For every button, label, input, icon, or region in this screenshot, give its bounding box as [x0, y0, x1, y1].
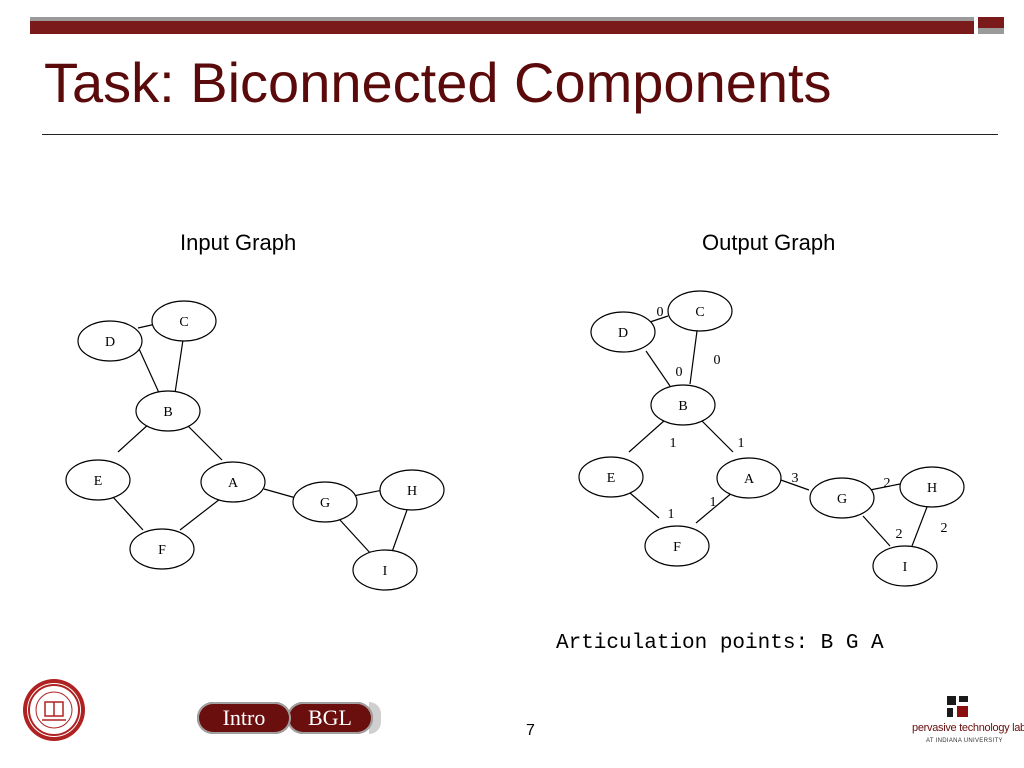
node-d — [590, 311, 656, 353]
output-graph-caption: Output Graph — [702, 230, 836, 255]
slide-title: Task: Biconnected Components — [44, 51, 832, 114]
indiana-university-seal-icon — [23, 679, 85, 741]
lab-subtitle: AT INDIANA UNIVERSITY — [926, 738, 1003, 744]
edge-h-i — [911, 506, 928, 547]
edge-a-f — [179, 498, 221, 531]
node-g-label: G — [837, 492, 847, 507]
edge-a-f — [695, 491, 734, 524]
node-b — [135, 390, 201, 432]
input-graph: C D B E A F G H I — [65, 300, 445, 591]
edge-g-h — [869, 483, 901, 491]
node-b-label: B — [163, 405, 172, 420]
edge-g-i — [862, 515, 891, 547]
edge-label-b-e: 1 — [670, 436, 677, 451]
node-e — [578, 456, 644, 498]
node-h — [379, 469, 445, 511]
edge-c-b — [174, 339, 184, 394]
node-c-label: C — [695, 305, 704, 320]
node-h-label: H — [927, 481, 937, 496]
edge-d-b — [645, 350, 671, 387]
node-b-label: B — [678, 399, 687, 414]
edge-h-i — [391, 509, 408, 553]
node-h-label: H — [407, 484, 417, 499]
node-d-label: D — [105, 335, 115, 350]
edge-label-d-b: 0 — [676, 365, 683, 380]
node-f-label: F — [158, 543, 166, 558]
node-c — [151, 300, 217, 342]
edge-e-f — [629, 492, 660, 519]
node-e-label: E — [607, 471, 616, 486]
page-number: 7 — [526, 722, 535, 739]
edge-b-e — [628, 419, 666, 453]
articulation-points-text: Articulation points: B G A — [556, 632, 884, 655]
edge-b-a — [701, 420, 734, 453]
edge-label-c-b: 0 — [714, 353, 721, 368]
title-divider — [42, 134, 998, 135]
node-i — [872, 545, 938, 587]
node-c-label: C — [179, 315, 188, 330]
node-i-label: I — [903, 560, 908, 575]
edge-label-d-c: 0 — [657, 305, 664, 320]
node-i-label: I — [383, 564, 388, 579]
edge-label-g-h: 2 — [884, 476, 891, 491]
edge-a-g — [777, 478, 810, 491]
header-corner-gray — [978, 28, 1004, 34]
pervasive-technology-labs-logo-icon — [947, 696, 968, 717]
node-c — [667, 290, 733, 332]
node-f — [644, 525, 710, 567]
nav-edge — [369, 702, 381, 734]
edge-label-a-f: 1 — [710, 495, 717, 510]
input-graph-caption: Input Graph — [180, 230, 297, 255]
lab-name: pervasive technology labs — [912, 722, 1024, 734]
edge-d-c — [649, 315, 669, 323]
edge-label-b-a: 1 — [738, 436, 745, 451]
node-b — [650, 384, 716, 426]
edge-e-f — [111, 495, 144, 531]
header-corner-block — [978, 17, 1004, 28]
output-graph: C D B E A F G H I 0 0 0 1 1 1 1 3 2 2 2 — [578, 290, 965, 587]
node-d — [77, 320, 143, 362]
node-e-label: E — [94, 474, 103, 489]
node-a-label: A — [228, 476, 239, 491]
edge-b-a — [184, 422, 223, 461]
section-nav: BGL Intro — [193, 698, 387, 738]
edge-c-b — [689, 330, 698, 385]
node-d-label: D — [618, 326, 628, 341]
node-g-label: G — [320, 496, 330, 511]
edge-a-g — [263, 488, 297, 499]
node-a — [200, 461, 266, 503]
edge-b-e — [117, 422, 151, 453]
edge-g-h — [352, 489, 384, 497]
node-a — [716, 457, 782, 499]
tab-intro[interactable]: Intro — [197, 702, 291, 734]
edge-g-i — [339, 519, 373, 556]
node-f-label: F — [673, 540, 681, 555]
header-bar — [30, 17, 974, 34]
tab-bgl[interactable]: BGL — [287, 702, 373, 734]
edge-label-e-f: 1 — [668, 507, 675, 522]
node-e — [65, 459, 131, 501]
node-g — [809, 477, 875, 519]
node-g — [292, 481, 358, 523]
node-a-label: A — [744, 472, 755, 487]
node-h — [899, 466, 965, 508]
edge-label-h-i: 2 — [941, 521, 948, 536]
node-i — [352, 549, 418, 591]
node-f — [129, 528, 195, 570]
edge-label-a-g: 3 — [792, 471, 799, 486]
edge-label-g-i: 2 — [896, 527, 903, 542]
